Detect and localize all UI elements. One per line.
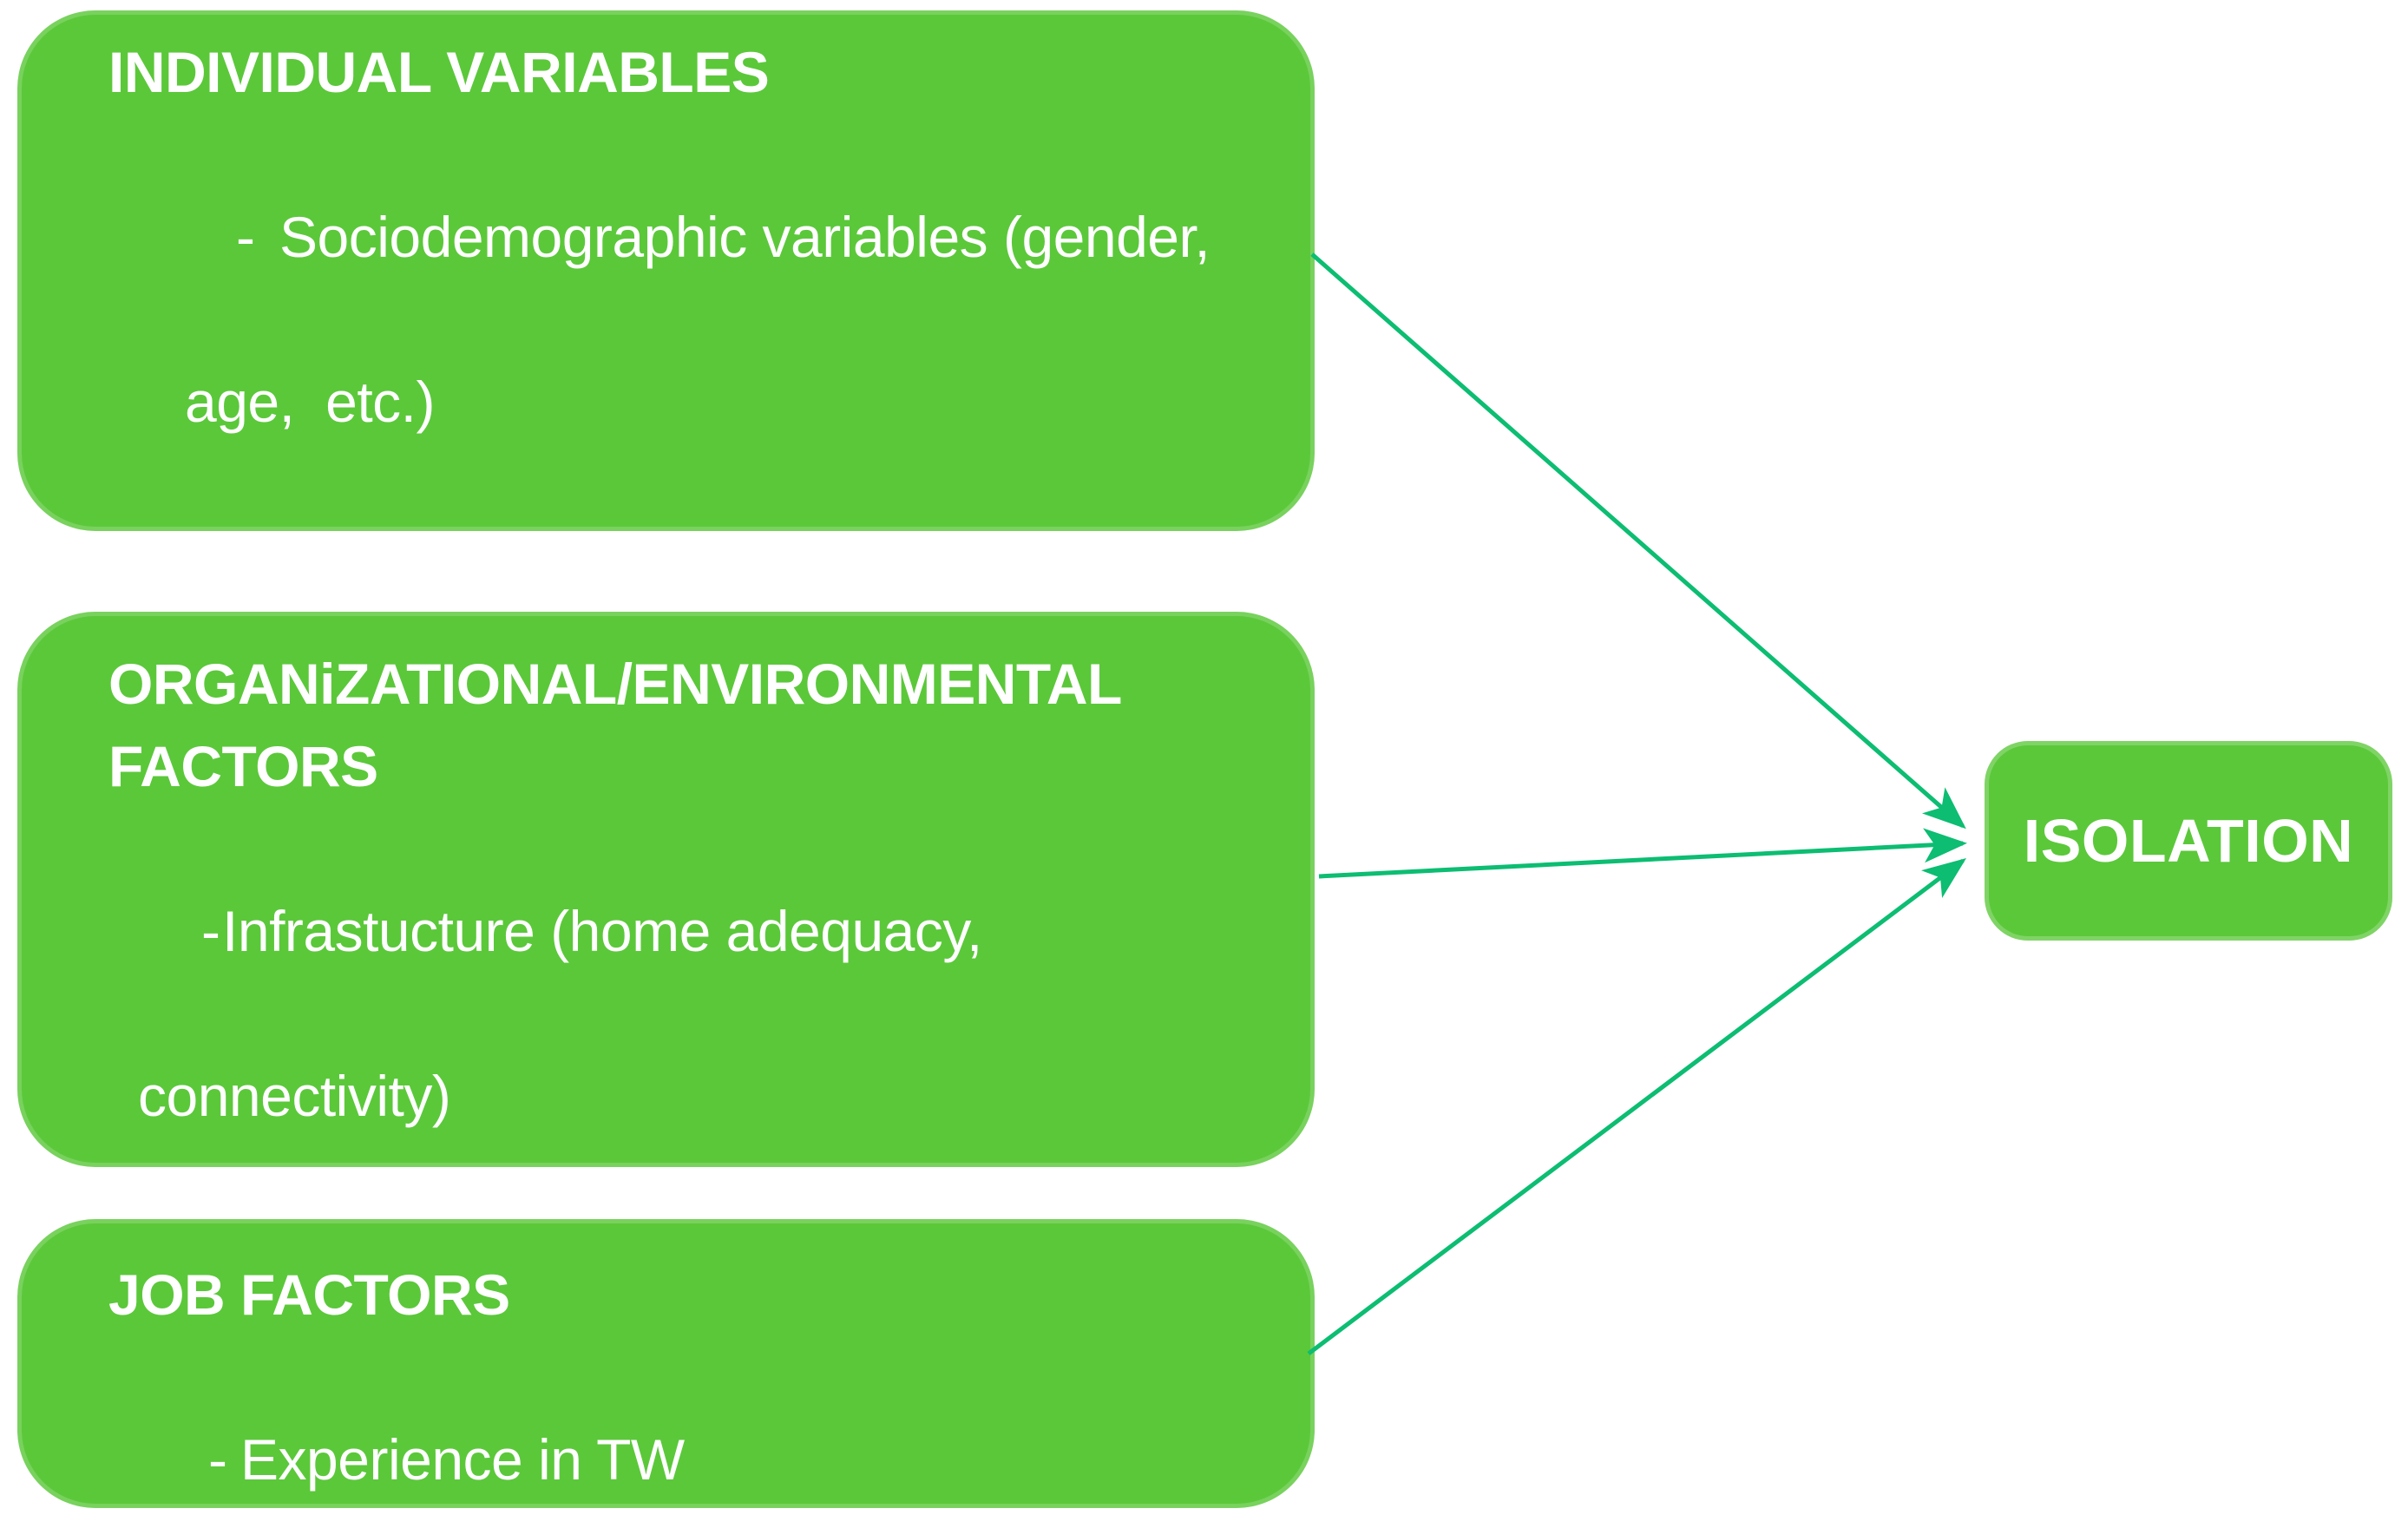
bullet-line-continuation: connectivity) (138, 1064, 451, 1128)
box-organizational-environmental-factors: ORGANiZATIONAL/ENVIRONMENTAL FACTORS -In… (17, 612, 1315, 1458)
bullet-text: Experience in TW (240, 1427, 685, 1492)
bullet-line: -Infrastucture (home adequacy, (108, 808, 1293, 1055)
bullet-dash: - (236, 205, 255, 269)
box-individual-variables: INDIVIDUAL VARIABLES -Sociodemographic v… (17, 10, 1315, 846)
arrow-organizational-to-isolation (1318, 828, 1967, 879)
box-title: FACTORS (108, 734, 378, 798)
box-isolation: ISOLATION (1985, 741, 2392, 941)
arrow-job-to-isolation (1307, 857, 1966, 1355)
bullet-text: Perception on advantages on daily life (279, 534, 1231, 599)
bullet-dash: - (236, 534, 255, 599)
arrow-individual-to-isolation (1310, 252, 1966, 830)
bullet-dash: - (201, 899, 220, 963)
bullet-text: Infrastucture (home adequacy, (222, 899, 982, 963)
bullet-line: -Perception on advantages on daily life (108, 443, 1293, 691)
box-title: ORGANiZATIONAL/ENVIRONMENTAL (108, 652, 1122, 716)
bullet-text: Sociodemographic variables (gender, (279, 205, 1211, 269)
bullet-line: -Sociodemographic variables (gender, (108, 114, 1293, 361)
isolation-label: ISOLATION (2023, 807, 2354, 875)
bullet-line: -Experience in TW (108, 1336, 1293, 1528)
box-title: INDIVIDUAL VARIABLES (108, 40, 770, 104)
bullet-dash: - (208, 1427, 227, 1492)
box-job-factors: JOB FACTORS -Experience in TW -Overload (17, 1219, 1315, 1508)
bullet-line-continuation: age, etc.) (185, 370, 436, 434)
box-title: JOB FACTORS (108, 1262, 510, 1327)
